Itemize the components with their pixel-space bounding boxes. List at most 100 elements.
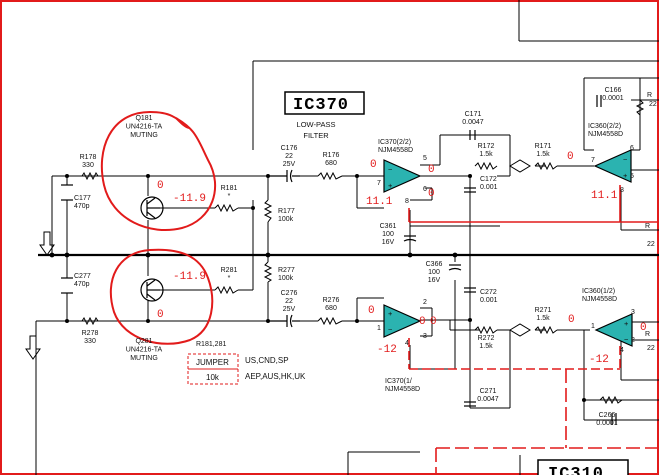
- component-label-r181: R181: [221, 185, 238, 192]
- ic310-title: IC310: [548, 465, 604, 475]
- component-label-c171: 0.0047: [462, 119, 484, 126]
- resistor-r177: [263, 199, 273, 223]
- component-label-c277: C277: [74, 273, 91, 280]
- component-label-r171: R171: [535, 143, 552, 150]
- component-label-r277: 100k: [278, 275, 294, 282]
- component-label-c176: C176: [281, 145, 298, 152]
- component-label-c272: 0.001: [480, 297, 498, 304]
- resistor-r171: [534, 161, 558, 171]
- resistor-r181: [214, 203, 239, 213]
- opamp-ic360-bottom: [594, 313, 633, 347]
- component-label-c266: C266: [599, 412, 616, 419]
- component-label-r178: 330: [82, 162, 94, 169]
- svg-text:+: +: [388, 309, 393, 318]
- r181-281-label: R181,281: [196, 341, 226, 348]
- component-label-q181: UN4216-TA: [126, 124, 163, 131]
- component-label-c277: 470p: [74, 281, 90, 288]
- resistor-r276: [317, 316, 343, 326]
- component-labels: Q181UN4216-TAMUTINGQ281UN4216-TAMUTINGR1…: [74, 87, 657, 427]
- component-label-c166: C166: [605, 87, 622, 94]
- jumper-cell: [187, 368, 239, 385]
- voltage-annotation-ic370-top-pin6: 0: [428, 188, 435, 200]
- voltage-annotation-q281-collector: -11.9: [173, 271, 206, 283]
- partial-edge-label: 22: [647, 345, 655, 352]
- opamps: [383, 149, 633, 347]
- component-label-c361: C361: [380, 223, 397, 230]
- jumper-value: JUMPER: [196, 358, 229, 367]
- pin-number: 1: [377, 325, 381, 332]
- component-label-r281: *: [228, 275, 231, 282]
- jumper-regions: US,CND,SP: [245, 356, 289, 365]
- component-label-r272: R272: [478, 335, 495, 342]
- voltage-annotation-ic370-top-out: 0: [428, 164, 435, 176]
- resistor-r266: [599, 395, 623, 405]
- voltage-annotation-ic360-bot-in: 0: [568, 314, 575, 326]
- capacitors: [61, 95, 617, 425]
- component-label-c166: 0.0001: [602, 95, 624, 102]
- component-label-c172: 0.001: [480, 184, 498, 191]
- ic370-title: IC370: [293, 96, 349, 115]
- ic310-title-box: [537, 459, 629, 475]
- component-label-c366: 16V: [428, 277, 441, 284]
- component-label-r172: 1.5k: [479, 151, 493, 158]
- opamp-ic360-top: [593, 149, 632, 183]
- component-label-r176: R176: [323, 152, 340, 159]
- resistors: [81, 99, 645, 405]
- component-label-ic360-1: IC360(1/2): [582, 288, 615, 295]
- partial-edge-label: 22: [649, 101, 657, 108]
- component-label-c177: C177: [74, 195, 91, 202]
- svg-text:+: +: [624, 319, 629, 328]
- voltage-annotation-ic360-bot-vee: -12: [589, 354, 609, 366]
- component-label-r281: R281: [221, 267, 238, 274]
- pin-number: 7: [377, 180, 381, 187]
- svg-text:−: −: [388, 165, 393, 174]
- pin-number: 4: [405, 340, 409, 347]
- component-label-c266: 0.0001: [596, 420, 618, 427]
- component-label-c177: 470p: [74, 203, 90, 210]
- component-label-r177: R177: [278, 208, 295, 215]
- voltage-annotation-ic370-bot-in: 0: [368, 305, 375, 317]
- pin-number: 2: [423, 299, 427, 306]
- partial-edge-label: R: [645, 223, 650, 230]
- component-label-q281: UN4216-TA: [126, 347, 163, 354]
- component-label-c361: 16V: [382, 239, 395, 246]
- voltage-annotation-ic370-bot-vee: -12: [377, 344, 397, 356]
- voltage-annotation-ic360-bot-out: 0: [640, 322, 647, 334]
- filter-label: FILTER: [303, 131, 329, 140]
- transistor-q281: [140, 278, 164, 302]
- component-label-c366: C366: [426, 261, 443, 268]
- highlight-circles: [100, 110, 217, 345]
- pin-number: 3: [631, 309, 635, 316]
- component-label-q281: Q281: [135, 338, 152, 345]
- pin-number: 4: [620, 347, 624, 354]
- resistor-r178: [81, 171, 99, 181]
- component-label-c271: C271: [480, 388, 497, 395]
- pin-number: 8: [405, 198, 409, 205]
- voltage-annotation-ic370-bot-out: 0: [430, 316, 437, 328]
- component-label-r171: 1.5k: [536, 151, 550, 158]
- partial-edge-label: 22: [647, 241, 655, 248]
- voltage-annotation-ic370-top-vcc: 11.1: [366, 196, 393, 208]
- svg-text:−: −: [623, 155, 628, 164]
- jumper-regions: AEP,AUS,HK,UK: [245, 372, 306, 381]
- component-label-ic370-1: IC370(1/: [385, 378, 412, 385]
- component-label-r278: 330: [84, 338, 96, 345]
- jumper-value: 10k: [206, 373, 220, 382]
- component-label-c361: 100: [382, 231, 394, 238]
- connector-icon: [509, 323, 531, 337]
- component-label-q281: MUTING: [130, 355, 158, 362]
- pin-number: 2: [631, 337, 635, 344]
- connector-icon: [509, 159, 531, 173]
- svg-text:−: −: [624, 335, 629, 344]
- component-label-r177: 100k: [278, 216, 294, 223]
- component-label-r181: *: [228, 193, 231, 200]
- red-trace-annotations: [408, 185, 659, 475]
- component-label-c276: 22: [285, 298, 293, 305]
- voltage-annotation-ic360-top-in: 0: [567, 151, 574, 163]
- opamp-signs: −+ +− −+ +−: [388, 155, 629, 344]
- component-label-c276: 25V: [283, 306, 296, 313]
- component-label-r271: R271: [535, 307, 552, 314]
